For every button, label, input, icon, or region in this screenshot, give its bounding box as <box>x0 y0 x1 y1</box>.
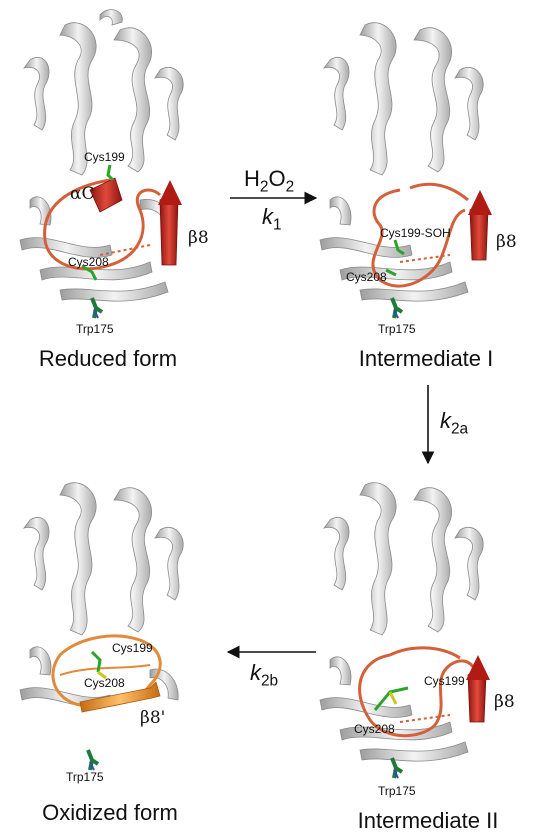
label-cys199: Cys199 <box>84 150 125 164</box>
caption-reduced-form: Reduced form <box>38 346 178 371</box>
loop-active-site <box>43 178 162 271</box>
label-cys208: Cys208 <box>346 270 387 284</box>
rate-constant-k2a: k2a <box>440 408 469 438</box>
rate-constant-k2b: k2b <box>250 660 279 690</box>
label-cys199-soh: Cys199-SOH <box>380 226 451 240</box>
label-trp175: Trp175 <box>66 770 104 784</box>
label-cys208: Cys208 <box>84 676 125 690</box>
label-trp175: Trp175 <box>378 322 416 336</box>
label-beta8-prime: β8' <box>140 708 166 728</box>
helix-bundle <box>22 9 184 176</box>
trp175-sidechain <box>90 297 104 319</box>
label-trp175: Trp175 <box>76 322 114 336</box>
label-cys208: Cys208 <box>354 722 395 736</box>
beta-sheet <box>19 196 177 302</box>
strand-beta8-prime <box>79 681 161 713</box>
cys199-sidechain <box>106 164 115 182</box>
panel-intermediate-1: Cys199-SOH Cys208 β8 Trp175 Intermediate… <box>300 0 537 371</box>
protein-structure-reduced <box>19 9 184 319</box>
panel-oxidized-form: Cys199 Cys208 β8' Trp175 Oxidized form <box>0 460 240 825</box>
protein-structure-intermediate-2 <box>319 482 490 779</box>
caption-intermediate-1: Intermediate I <box>358 346 494 371</box>
loop-active-site <box>358 653 477 738</box>
label-trp175: Trp175 <box>378 784 416 798</box>
label-beta8: β8 <box>494 692 515 712</box>
cys208-sidechain <box>81 264 98 281</box>
reagent-h2o2: H2O2 <box>244 166 295 196</box>
caption-intermediate-2: Intermediate II <box>357 808 499 833</box>
protein-structure-oxidized <box>19 482 184 771</box>
strand-beta8 <box>159 194 179 266</box>
label-cys199: Cys199 <box>112 641 153 655</box>
label-beta8: β8 <box>188 228 209 248</box>
label-beta8: β8 <box>496 232 517 252</box>
label-alpha-c: αC <box>70 184 95 204</box>
loop-disulfide <box>51 634 162 708</box>
rate-constant-k1: k1 <box>262 204 282 234</box>
label-cys208: Cys208 <box>68 255 109 269</box>
loop-active-site <box>371 188 466 288</box>
label-cys199: Cys199 <box>424 674 465 688</box>
helix-alphaC <box>89 177 123 213</box>
caption-oxidized-form: Oxidized form <box>42 800 178 825</box>
panel-intermediate-2: Cys199 Cys208 β8 Trp175 Intermediate II <box>300 460 537 833</box>
panel-reduced-form: Cys199 αC Cys208 β8 Trp175 Reduced form <box>0 0 240 371</box>
protein-structure-intermediate-1 <box>319 22 492 319</box>
